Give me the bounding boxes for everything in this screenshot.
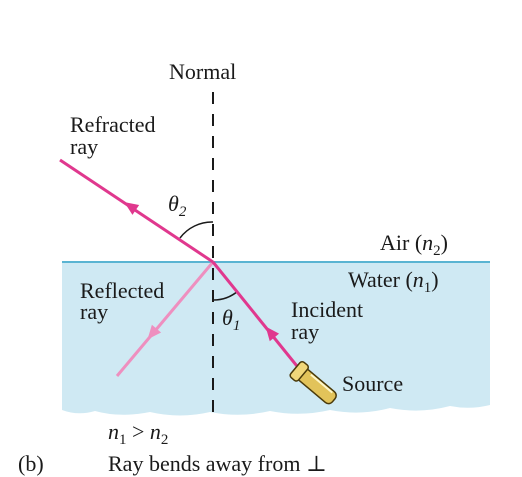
source-label: Source [342,371,404,396]
panel-tag: (b) [18,451,44,476]
reflected-ray-label-line2: ray [80,299,109,324]
caption: Ray bends away from ⊥ [108,451,327,476]
light-source-icon [289,360,337,405]
refracted-ray-label-line2: ray [70,134,99,159]
refractive-index-condition: n1 > n2 [108,419,169,448]
incident-ray-label-line1: Incident [291,297,364,322]
incident-ray-arrow [265,326,280,342]
refracted-ray-arrow [124,202,140,215]
theta1-label: θ1 [222,305,241,334]
normal-label: Normal [169,59,237,84]
theta2-label: θ2 [168,191,187,220]
reflected-ray-arrow [147,324,162,340]
incident-ray [211,261,307,377]
theta2-arc [179,221,214,239]
reflected-ray [115,261,215,377]
incident-ray-label-line2: ray [291,319,320,344]
air-label: Air (n2) [380,230,448,259]
reflected-ray-label-line1: Reflected [80,278,165,303]
refracted-ray [59,158,214,264]
refracted-ray-label-line1: Refracted [70,112,156,137]
water-label: Water (n1) [348,267,439,296]
